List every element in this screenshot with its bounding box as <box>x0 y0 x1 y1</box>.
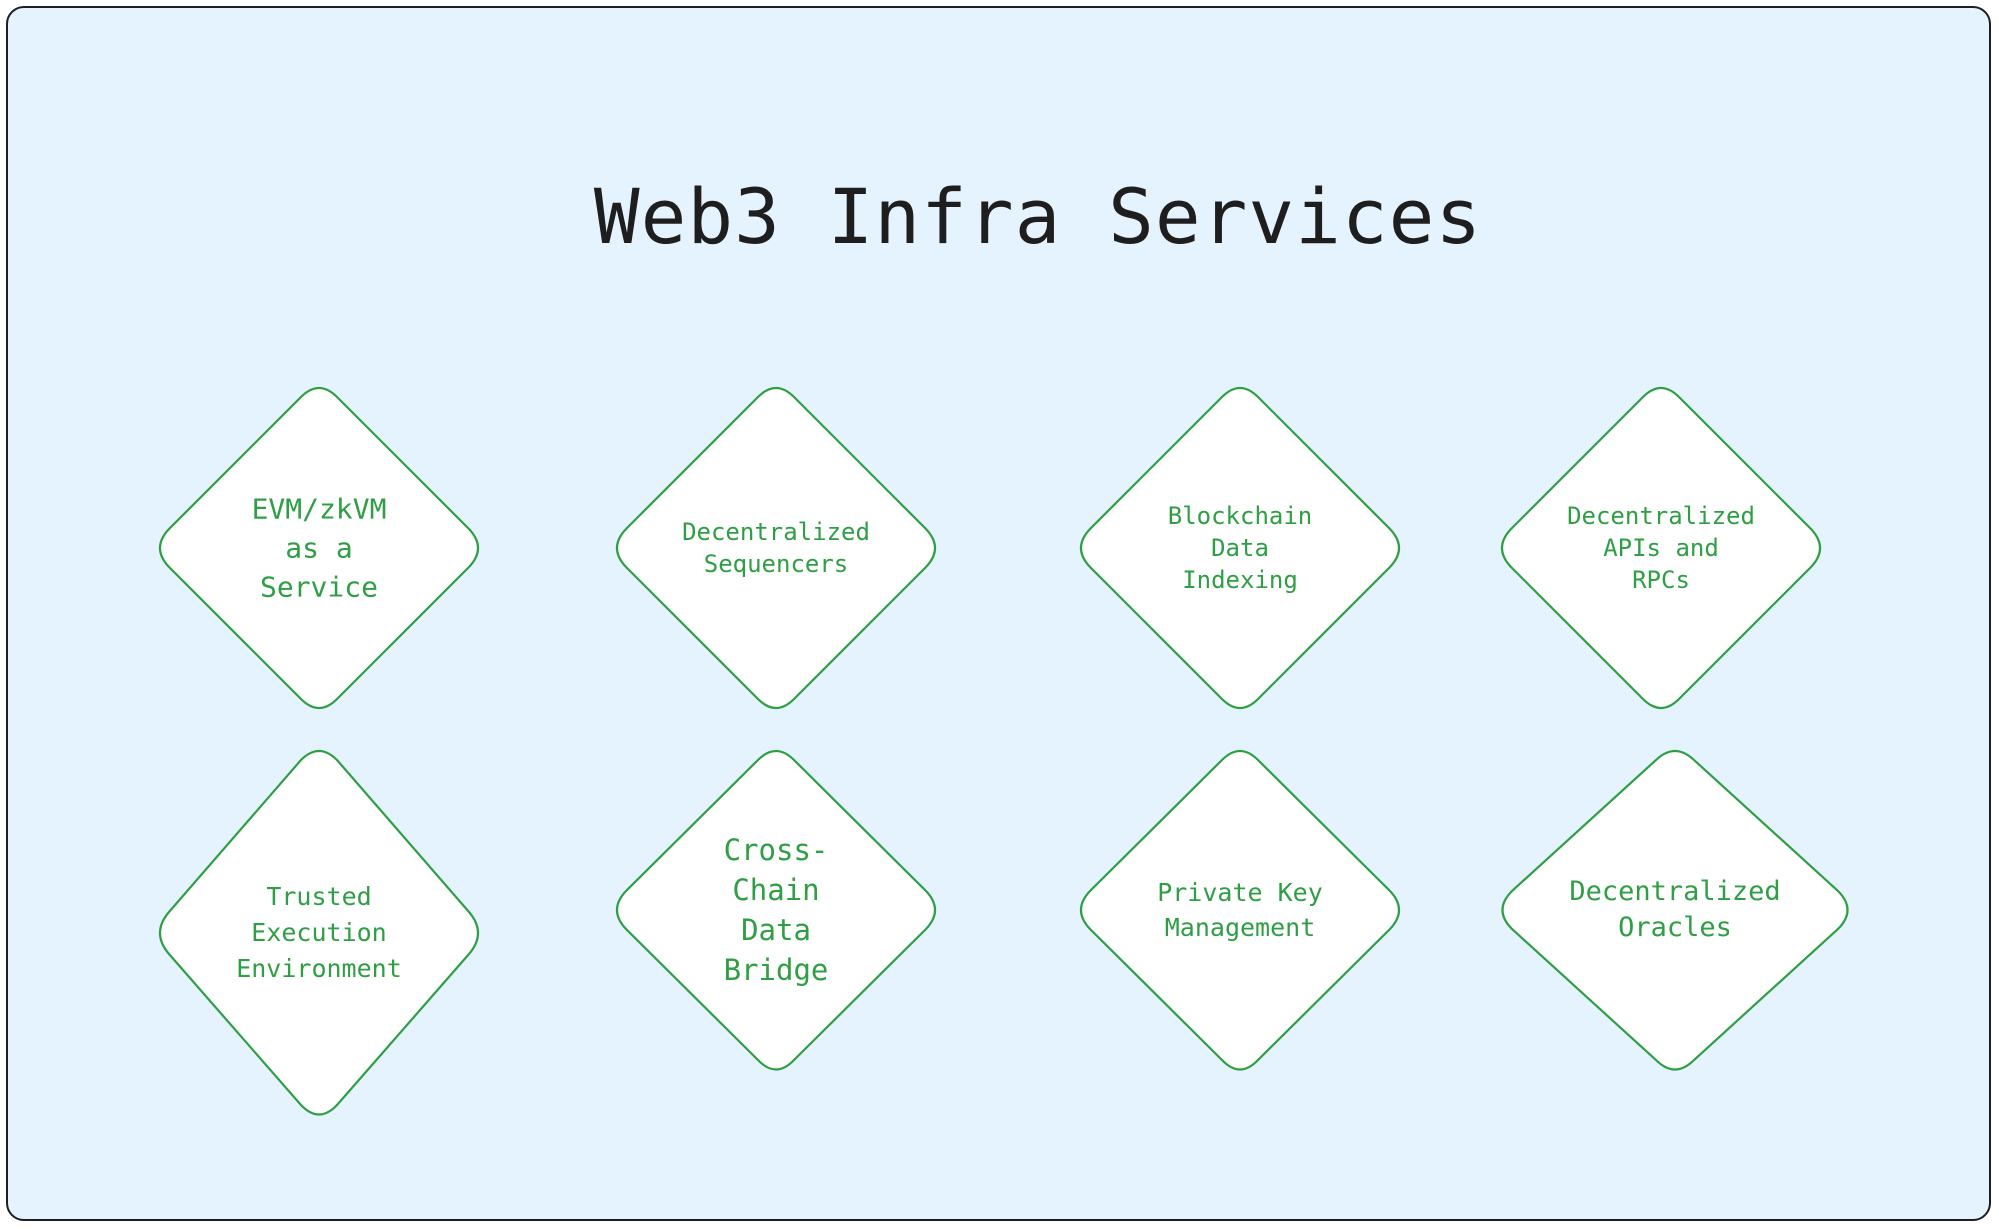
node-label-tee: Trusted Execution Environment <box>236 882 402 983</box>
node-label-pkm: Private Key Management <box>1157 878 1323 942</box>
node-label-oracles: Decentralized Oracles <box>1569 876 1781 943</box>
diamond-evm[interactable] <box>158 386 480 710</box>
node-label-bridge: Cross- Chain Data Bridge <box>723 833 829 987</box>
node-label-sequencers: Decentralized Sequencers <box>682 518 870 578</box>
diamond-tee[interactable] <box>158 749 480 1116</box>
diamond-indexing[interactable] <box>1079 386 1401 710</box>
node-label-indexing: Blockchain Data Indexing <box>1167 502 1313 594</box>
diagram-title: Web3 Infra Services <box>593 172 1483 261</box>
diamond-pkm[interactable] <box>1079 749 1401 1071</box>
diamond-bridge[interactable] <box>615 749 937 1071</box>
diamond-oracles[interactable] <box>1501 749 1849 1071</box>
diamond-apis[interactable] <box>1500 386 1822 710</box>
diamond-sequencers[interactable] <box>615 386 937 710</box>
node-label-evm: EVM/zkVM as a Service <box>251 492 387 604</box>
node-label-apis: Decentralized APIs and RPCs <box>1567 502 1755 594</box>
